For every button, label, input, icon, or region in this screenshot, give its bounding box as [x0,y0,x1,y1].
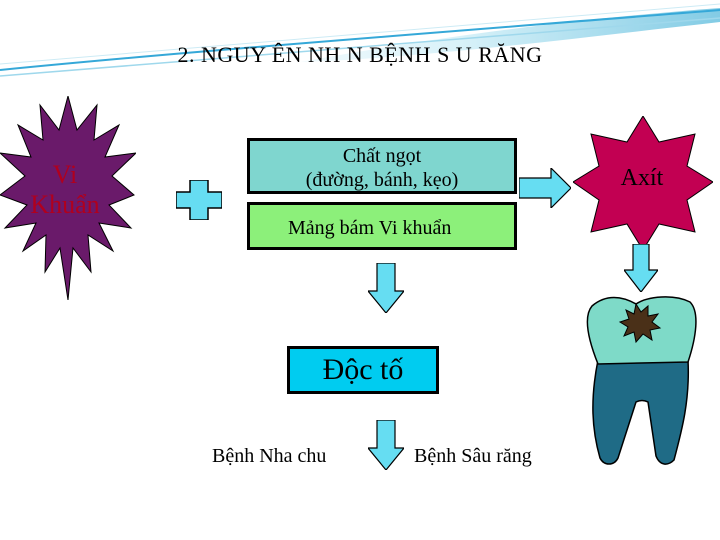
bacteria-starburst [0,96,136,300]
disease-periodontal-label: Bệnh Nha chu [212,445,327,467]
sugar-box: Chất ngọt (đường, bánh, kẹo) [247,138,517,194]
toxin-label: Độc tố [322,353,404,386]
bacteria-label-line2: Khuẩn [30,190,100,219]
header-decoration [0,0,720,77]
bacteria-star-shape [0,96,136,300]
bacteria-label: Vi Khuẩn [20,160,110,220]
sugar-label-line1: Chất ngọt [342,145,422,167]
disease-caries-label: Bệnh Sâu răng [414,445,532,467]
tooth-root [592,359,690,465]
plaque-box: Mảng bám Vi khuẩn [247,202,517,250]
tooth-icon [586,296,697,465]
page-title: 2. NGUY ÊN NH N BỆNH S U RĂNG [177,42,543,67]
cavity-icon [618,302,662,344]
bacteria-label-line1: Vi [52,160,78,189]
arrow-down-icon-toxin [368,420,404,470]
arrow-right-icon [519,168,571,208]
plaque-label: Mảng bám Vi khuẩn [288,217,452,239]
sugar-label-line2: (đường, bánh, kẹo) [305,169,459,191]
acid-star [573,116,713,250]
plus-icon [176,180,222,220]
toxin-box: Độc tố [287,346,439,394]
acid-label: Axít [620,165,664,191]
arrow-down-icon-acid [624,244,658,292]
arrow-down-icon-plaque [368,263,404,313]
